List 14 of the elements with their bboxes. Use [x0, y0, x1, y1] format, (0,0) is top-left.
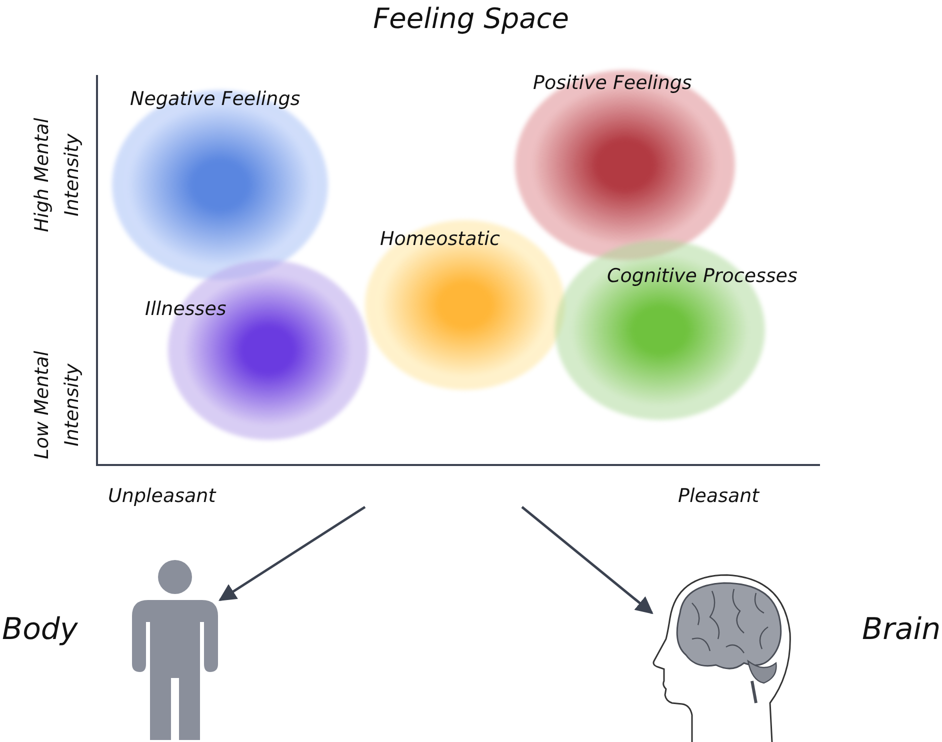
arrow: [218, 506, 366, 602]
blob-label: Cognitive Processes: [607, 265, 798, 287]
blob-label: Positive Feelings: [533, 72, 692, 94]
title: Feeling Space: [372, 2, 570, 35]
blob-label: Illnesses: [145, 298, 226, 320]
blob-label: Negative Feelings: [130, 88, 300, 110]
arrow: [521, 506, 654, 614]
axis-label: Low Mental Intensity: [30, 350, 84, 462]
axis-label: High Mental Intensity: [30, 116, 84, 234]
blob-label: Homeostatic: [380, 228, 500, 250]
side-label: Brain: [862, 612, 941, 647]
side-label: Body: [2, 612, 78, 647]
axis-label: Unpleasant: [108, 485, 216, 507]
axis-label: Pleasant: [678, 485, 760, 507]
